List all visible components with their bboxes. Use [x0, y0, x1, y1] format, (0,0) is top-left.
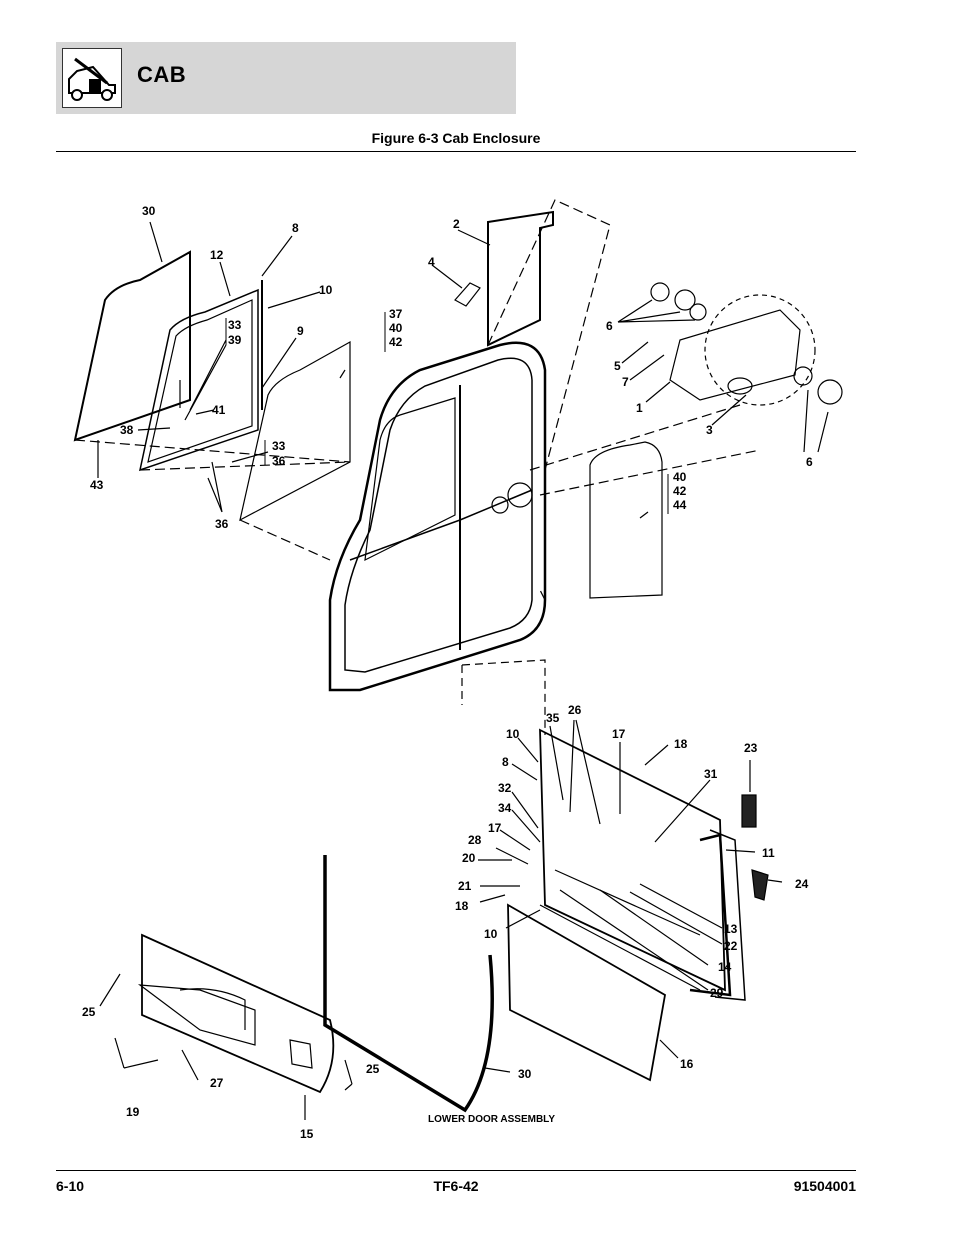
callout-14: 14 — [718, 960, 732, 974]
door-seal — [323, 855, 494, 1113]
callout-9: 9 — [297, 324, 304, 338]
callout-38: 38 — [120, 423, 134, 437]
lower-trim-panel — [141, 933, 335, 1094]
lower-glass-panel — [589, 441, 663, 599]
callout-20: 20 — [462, 851, 476, 865]
callout-36: 36 — [215, 517, 229, 531]
callout-12: 12 — [210, 248, 224, 262]
footer-rule — [56, 1170, 856, 1171]
window-frame — [138, 288, 259, 472]
callout-24: 24 — [795, 877, 809, 891]
callout-25b: 25 — [366, 1062, 380, 1076]
callout-29: 29 — [710, 986, 724, 1000]
callout-27: 27 — [210, 1076, 224, 1090]
callout-30: 30 — [142, 204, 156, 218]
callout-8b: 8 — [502, 755, 509, 769]
upper-window-glass — [73, 250, 191, 442]
callout-28: 28 — [468, 833, 482, 847]
window-glass-panel — [239, 340, 351, 522]
section-header-band — [56, 42, 516, 114]
callout-10c: 10 — [484, 927, 498, 941]
callout-32: 32 — [498, 781, 512, 795]
callout-34: 34 — [498, 801, 512, 815]
window-panel — [487, 210, 554, 347]
callout-15: 15 — [300, 1127, 314, 1141]
callout-21: 21 — [458, 879, 472, 893]
lower-door-assembly-caption: LOWER DOOR ASSEMBLY — [428, 1114, 555, 1125]
callout-17b: 17 — [488, 821, 502, 835]
callout-26: 26 — [568, 703, 582, 717]
callout-18: 18 — [674, 737, 688, 751]
callout-19: 19 — [126, 1105, 140, 1119]
page-number: 6-10 — [56, 1178, 85, 1194]
callout-4: 4 — [428, 255, 435, 269]
header-rule — [56, 151, 856, 152]
cab-door-frame — [328, 341, 547, 692]
callout-6b: 6 — [806, 455, 813, 469]
callout-3: 3 — [706, 423, 713, 437]
callout-30b: 30 — [518, 1067, 532, 1081]
callout-17: 17 — [612, 727, 626, 741]
callout-10b: 10 — [506, 727, 520, 741]
telehandler-machine-icon — [62, 48, 122, 108]
figure-title: Figure 6-3 Cab Enclosure — [371, 130, 541, 146]
callout-8: 8 — [292, 221, 299, 235]
callout-18b: 18 — [455, 899, 469, 913]
section-title: CAB — [137, 62, 187, 87]
callout-35: 35 — [546, 711, 560, 725]
callout-2: 2 — [453, 217, 460, 231]
callout-13: 13 — [724, 922, 738, 936]
lower-door-glass — [507, 903, 666, 1082]
callout-23: 23 — [744, 741, 758, 755]
callout-41: 41 — [212, 403, 226, 417]
callout-6: 6 — [606, 319, 613, 333]
callout-7: 7 — [622, 375, 629, 389]
callout-16: 16 — [680, 1057, 694, 1071]
lower-door-frame — [539, 728, 726, 992]
callout-11: 11 — [762, 846, 775, 860]
callout-43: 43 — [90, 478, 104, 492]
callout-5: 5 — [614, 359, 621, 373]
callout-22: 22 — [724, 939, 738, 953]
window-frame-inner — [147, 299, 253, 463]
manual-part-number: 91504001 — [793, 1178, 856, 1194]
model-number: TF6-42 — [433, 1178, 479, 1194]
callout-31: 31 — [704, 767, 718, 781]
callout-10: 10 — [319, 283, 333, 297]
callout-25: 25 — [82, 1005, 96, 1019]
callout-1: 1 — [636, 401, 643, 415]
